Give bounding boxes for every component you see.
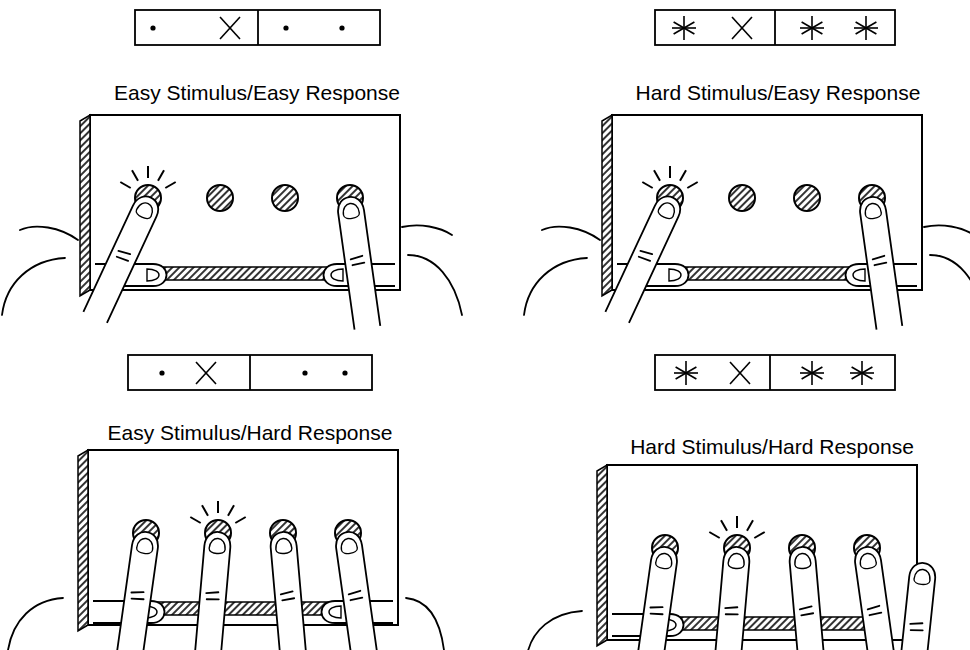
display-divider [769, 355, 771, 390]
star-symbol [850, 361, 874, 385]
finger [635, 545, 679, 650]
display-frame [655, 355, 895, 390]
press-glow [642, 166, 697, 188]
stimulus-display [135, 10, 380, 45]
press-glow [709, 516, 764, 538]
response-panel [527, 465, 937, 650]
hand-outline [402, 225, 462, 315]
display-frame [135, 10, 380, 45]
hand-outline [2, 227, 78, 315]
finger [334, 530, 378, 650]
finger [194, 531, 231, 650]
finger [897, 562, 937, 650]
panel-label: Hard Stimulus/Easy Response [588, 80, 968, 106]
dot-symbol [302, 370, 307, 375]
panel-label: Hard Stimulus/Hard Response [582, 434, 962, 460]
star-symbol [800, 361, 824, 385]
x-symbol [730, 362, 750, 384]
display-frame [655, 10, 895, 45]
hand-outline [406, 598, 444, 650]
star-symbol [674, 361, 698, 385]
hand-outline [524, 227, 600, 315]
star-symbol [672, 16, 696, 40]
press-glow [190, 501, 245, 523]
dot-symbol [339, 25, 344, 30]
display-frame [128, 355, 372, 390]
x-symbol [220, 17, 240, 39]
finger [788, 546, 825, 650]
finger [713, 546, 750, 650]
stimulus-display [655, 10, 895, 45]
response-panel [8, 450, 444, 650]
dot-symbol [342, 370, 347, 375]
finger [336, 195, 380, 329]
panel-label: Easy Stimulus/Easy Response [67, 80, 447, 106]
finger [853, 545, 897, 650]
stimulus-display [128, 355, 372, 390]
hand-outline [924, 225, 970, 315]
press-glow [120, 166, 175, 188]
finger [116, 530, 160, 650]
star-symbol [854, 16, 878, 40]
display-divider [774, 10, 776, 45]
x-symbol [732, 17, 752, 39]
star-symbol [800, 16, 824, 40]
finger [858, 195, 902, 329]
finger [605, 192, 684, 323]
response-panel [524, 115, 970, 330]
display-divider [257, 10, 259, 45]
panel-label: Easy Stimulus/Hard Response [60, 420, 440, 446]
finger [269, 531, 306, 650]
x-symbol [196, 362, 216, 384]
display-divider [249, 355, 251, 390]
hand-outline [527, 611, 582, 650]
dot-symbol [283, 25, 288, 30]
hand-outline [8, 598, 63, 650]
dot-symbol [159, 370, 164, 375]
response-panel [2, 115, 462, 330]
finger [83, 192, 162, 323]
dot-symbol [150, 25, 155, 30]
stimulus-display [655, 355, 895, 390]
